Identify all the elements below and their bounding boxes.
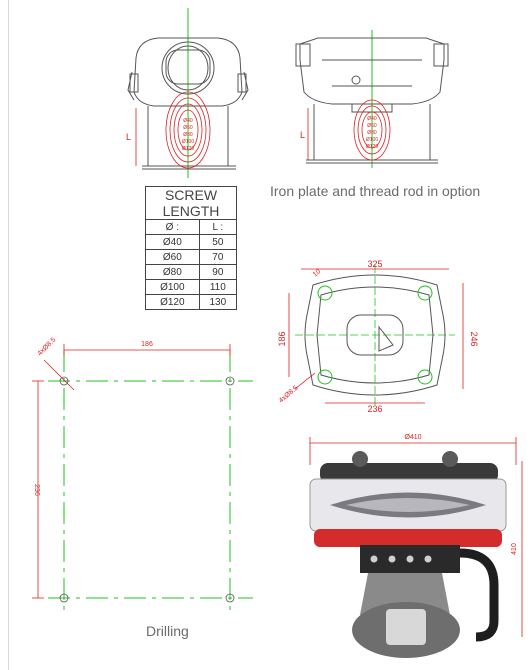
top-angle-note-label: 10	[312, 268, 323, 278]
front-dia-label-3: Ø100	[182, 139, 194, 145]
drill-width-label: 186	[141, 341, 153, 348]
product-photo: Ø410 410	[309, 434, 523, 658]
col-header-diameter: Ø :	[145, 219, 200, 235]
photo-dimensions	[309, 437, 523, 637]
light-housing	[309, 451, 507, 658]
side-dia-label-3: Ø100	[366, 137, 378, 143]
front-L-label: L	[126, 132, 131, 142]
top-device-outline	[304, 274, 446, 396]
photo-height-label: 410	[511, 543, 518, 555]
drilling-template: 186 236 4xØ8.5	[32, 336, 253, 615]
top-dimensions	[288, 268, 464, 404]
top-mounting-holes	[317, 285, 433, 385]
cell-length: 50	[198, 234, 238, 250]
cell-diameter: Ø60	[145, 249, 200, 265]
side-dia-label-0: Ø40	[367, 116, 377, 122]
front-diameter-labels: Ø40 Ø60 Ø80 Ø100 Ø120	[182, 118, 194, 152]
drill-hole-label: 4xØ8.5	[36, 336, 57, 357]
drill-holes	[59, 376, 235, 603]
side-dia-label-1: Ø60	[367, 123, 377, 129]
side-view-drawing: Ø40 Ø60 Ø80 Ø100 Ø120 L	[295, 30, 449, 168]
cell-diameter: Ø100	[145, 279, 200, 295]
photo-diameter-label: Ø410	[404, 434, 421, 441]
cell-length: 130	[198, 294, 238, 310]
side-dia-label-4: Ø120	[366, 144, 378, 150]
table-header-row: Ø : L :	[145, 219, 238, 235]
front-diameter-rings	[165, 91, 211, 169]
cell-diameter: Ø120	[145, 294, 200, 310]
drill-hole-lines	[48, 350, 253, 615]
page-left-rule	[8, 0, 9, 670]
table-row: Ø120 130	[145, 294, 238, 310]
table-row: Ø80 90	[145, 264, 238, 280]
table-title-line1: SCREW	[145, 186, 237, 203]
side-diameter-rings	[353, 99, 391, 161]
top-width-label: 325	[367, 259, 382, 269]
cell-length: 110	[198, 279, 238, 295]
top-depth-right-label: 246	[469, 331, 479, 346]
drill-dimensions	[32, 344, 231, 599]
table-row: Ø100 110	[145, 279, 238, 295]
front-view-drawing: Ø40 Ø60 Ø80 Ø100 Ø120 L	[126, 8, 249, 178]
top-depth-left-label: 186	[277, 331, 287, 346]
front-dia-label-4: Ø120	[182, 146, 194, 152]
col-header-length: L :	[198, 219, 238, 235]
table-row: Ø40 50	[145, 234, 238, 250]
top-hole-spec-label: 4xØ8.5	[278, 385, 300, 405]
cell-diameter: Ø80	[145, 264, 200, 280]
drill-height-label: 236	[33, 484, 40, 496]
front-device-outline	[127, 37, 249, 170]
cell-length: 90	[198, 264, 238, 280]
front-dia-label-2: Ø80	[183, 132, 193, 138]
screw-length-table: SCREW LENGTH Ø : L : Ø40 50 Ø60 70 Ø80 9…	[145, 186, 238, 310]
front-dia-label-0: Ø40	[183, 118, 193, 124]
cell-diameter: Ø40	[145, 234, 200, 250]
side-L-label: L	[300, 130, 305, 140]
top-bottom-width-label: 236	[367, 404, 382, 414]
front-dia-label-1: Ø60	[183, 125, 193, 131]
table-title-line2: LENGTH	[145, 203, 237, 220]
drilling-caption: Drilling	[146, 623, 189, 639]
top-view-drawing: 325 186 246 236 4xØ8.5 10	[277, 259, 479, 414]
iron-plate-caption: Iron plate and thread rod in option	[270, 183, 481, 199]
side-dia-label-2: Ø80	[367, 130, 377, 136]
side-diameter-labels: Ø40 Ø60 Ø80 Ø100 Ø120	[366, 116, 378, 150]
cell-length: 70	[198, 249, 238, 265]
table-row: Ø60 70	[145, 249, 238, 265]
